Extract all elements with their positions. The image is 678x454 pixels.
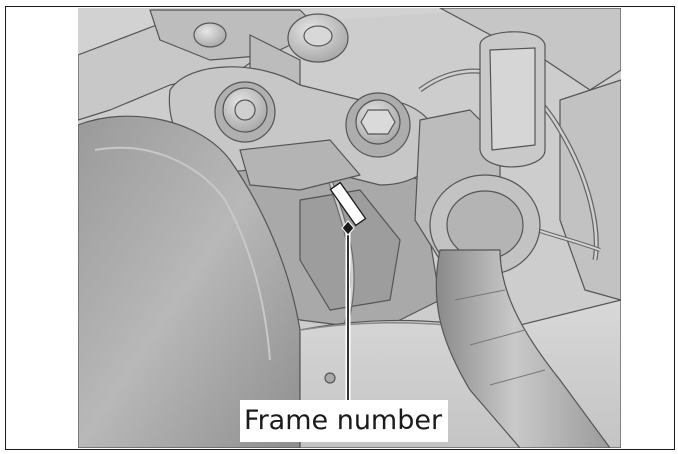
frame-number-callout [329, 181, 367, 408]
frame-number-label-box: Frame number [240, 400, 449, 442]
callout-diamond-marker [341, 220, 355, 236]
frame-number-plate [329, 181, 367, 227]
frame-number-label: Frame number [244, 405, 443, 436]
